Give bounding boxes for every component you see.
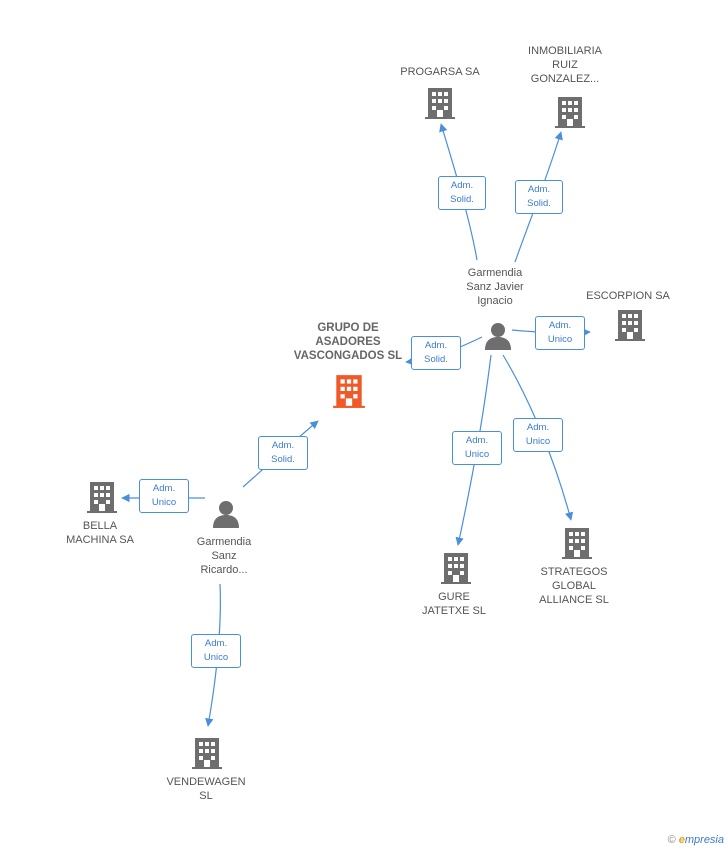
footer-brand: © empresia xyxy=(668,834,724,846)
edge-label-javier-grupo[interactable]: Adm. Solid. xyxy=(411,336,461,370)
brand-e: e xyxy=(678,834,685,846)
edge-label-ricardo-vendewagen[interactable]: Adm. Unico xyxy=(191,634,241,668)
node-label: Garmendia Sanz Javier Ignacio xyxy=(466,267,524,307)
node-vendewagen[interactable]: VENDEWAGEN SL xyxy=(156,775,256,803)
node-grupo-main[interactable]: GRUPO DE ASADORES VASCONGADOS SL xyxy=(278,321,418,363)
edge-label-ricardo-bella[interactable]: Adm. Unico xyxy=(139,479,189,513)
node-label: BELLA MACHINA SA xyxy=(66,520,134,546)
node-inmobiliaria[interactable]: INMOBILIARIA RUIZ GONZALEZ... xyxy=(515,44,615,86)
node-label: GRUPO DE ASADORES VASCONGADOS SL xyxy=(293,322,403,362)
building-icon xyxy=(425,88,455,119)
person-icon xyxy=(213,501,239,528)
node-ricardo[interactable]: Garmendia Sanz Ricardo... xyxy=(174,535,274,577)
building-icon xyxy=(87,482,117,513)
edge-label-ricardo-grupo[interactable]: Adm. Solid. xyxy=(258,436,308,470)
building-icon xyxy=(441,553,471,584)
node-label: VENDEWAGEN SL xyxy=(166,776,246,802)
node-strategos[interactable]: STRATEGOS GLOBAL ALLIANCE SL xyxy=(524,565,624,607)
node-gure[interactable]: GURE JATETXE SL xyxy=(404,590,504,618)
node-label: PROGARSA SA xyxy=(400,66,480,78)
edge-label-javier-progarsa[interactable]: Adm. Solid. xyxy=(438,176,486,210)
building-icon xyxy=(615,310,645,341)
edge-label-javier-strategos[interactable]: Adm. Unico xyxy=(513,418,563,452)
building-icon xyxy=(192,738,222,769)
building-icon xyxy=(555,97,585,128)
building-icon xyxy=(562,528,592,559)
edge-label-javier-escorpion[interactable]: Adm. Unico xyxy=(535,316,585,350)
node-progarsa[interactable]: PROGARSA SA xyxy=(390,65,490,79)
node-label: GURE JATETXE SL xyxy=(422,591,486,617)
node-label: ESCORPION SA xyxy=(586,290,670,302)
person-icon xyxy=(485,323,511,350)
node-label: INMOBILIARIA RUIZ GONZALEZ... xyxy=(528,45,602,85)
building-icon-main xyxy=(333,375,365,408)
node-bella[interactable]: BELLA MACHINA SA xyxy=(50,519,150,547)
edge-label-javier-gure[interactable]: Adm. Unico xyxy=(452,431,502,465)
node-javier[interactable]: Garmendia Sanz Javier Ignacio xyxy=(445,266,545,308)
brand-name: mpresia xyxy=(684,834,724,846)
node-label: Garmendia Sanz Ricardo... xyxy=(196,536,252,576)
node-escorpion[interactable]: ESCORPION SA xyxy=(578,289,678,303)
copyright-symbol: © xyxy=(667,834,676,846)
node-label: STRATEGOS GLOBAL ALLIANCE SL xyxy=(539,566,609,606)
edge-label-javier-inmobiliaria[interactable]: Adm. Solid. xyxy=(515,180,563,214)
